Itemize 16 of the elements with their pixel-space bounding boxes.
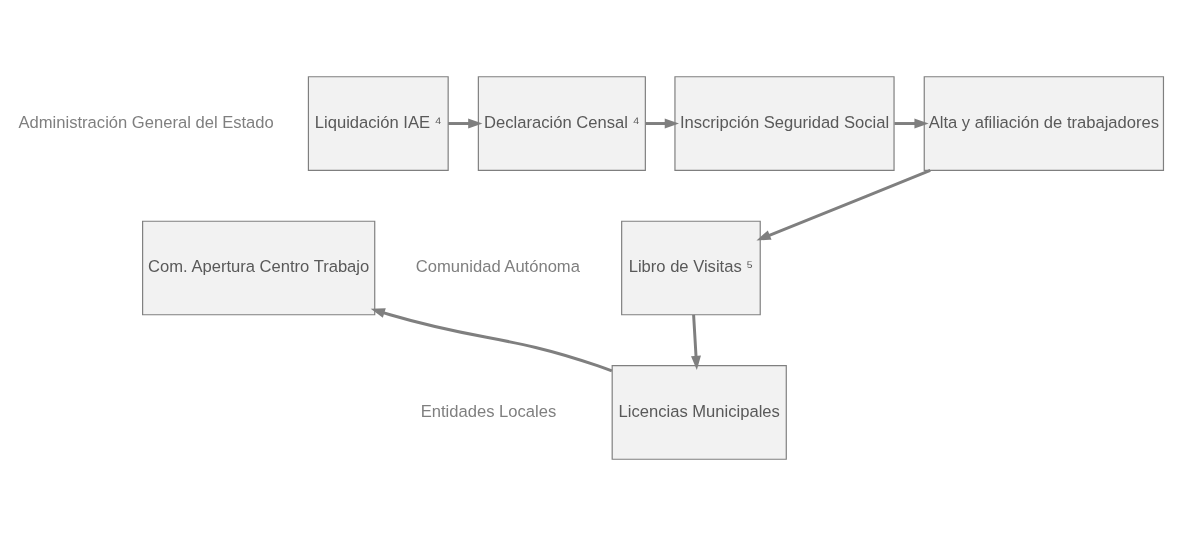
label: Administración General del Estado bbox=[18, 112, 274, 132]
node-box: Libro de Visitas ⁵ bbox=[621, 220, 761, 315]
node-box: Licencias Municipales bbox=[611, 364, 787, 460]
arrow bbox=[691, 314, 701, 370]
arrow bbox=[448, 118, 483, 128]
label: Entidades Locales bbox=[420, 401, 557, 421]
arrow bbox=[894, 118, 929, 128]
arrow bbox=[370, 307, 613, 372]
arrow bbox=[645, 118, 679, 128]
arrow bbox=[756, 168, 931, 240]
node-box: Alta y afiliación de trabajadores bbox=[923, 75, 1165, 171]
node-box: Inscripción Seguridad Social bbox=[674, 75, 895, 171]
node-box: Com. Apertura Centro Trabajo bbox=[142, 220, 376, 315]
node-box: Declaración Censal ⁴ bbox=[477, 75, 646, 171]
node-box: Liquidación IAE ⁴ bbox=[307, 75, 449, 171]
label: Comunidad Autónoma bbox=[415, 256, 580, 276]
